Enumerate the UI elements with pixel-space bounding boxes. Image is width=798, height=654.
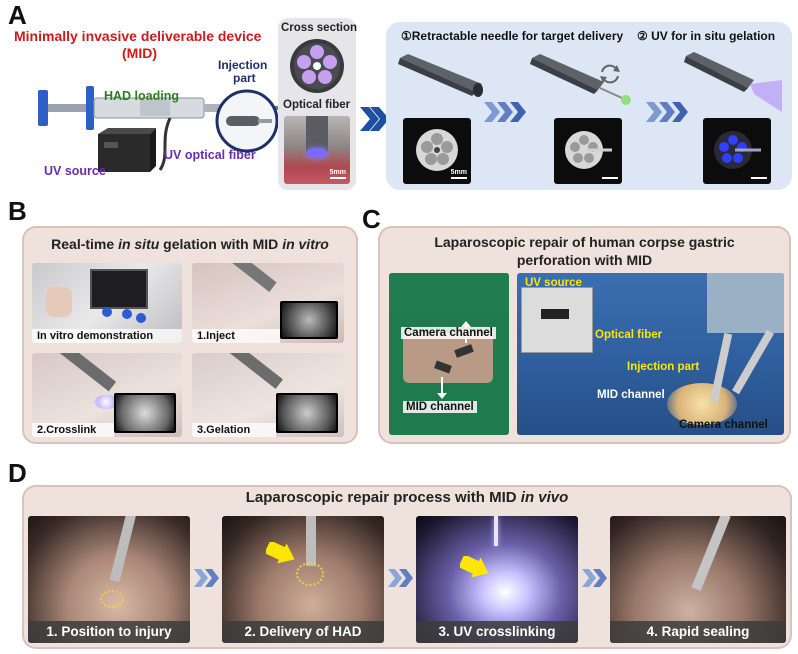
panel-letter-c: C <box>362 204 381 234</box>
injection-part-circle <box>215 89 279 153</box>
panel-b-title-mid: gelation with MID <box>159 236 283 252</box>
corpse-ports-photo: Camera channel MID channel <box>389 273 509 435</box>
inject-photo: 1.Inject <box>192 263 344 343</box>
caption-position-to-injury: 1. Position to injury <box>28 621 190 643</box>
uv-source-label-c: UV source <box>525 277 582 289</box>
uv-source-box <box>98 128 156 172</box>
mid-port-arrow-icon <box>437 377 447 399</box>
caption-inject: 1.Inject <box>192 329 280 343</box>
caption-crosslink: 2.Crosslink <box>32 423 114 437</box>
needle-tip-photo-1: 5mm <box>403 118 471 184</box>
needle-tip-photo-3 <box>703 118 771 184</box>
mid-channel-label-right: MID channel <box>597 389 665 401</box>
had-loading-label: HAD loading <box>104 89 179 103</box>
yellow-arrow-icon-d2 <box>266 542 295 564</box>
scale-5mm-b: 5mm <box>450 169 467 176</box>
step-delivery-photo: 2. Delivery of HAD <box>222 516 384 643</box>
needle-retracted-illustration <box>398 54 483 97</box>
panel-d-title-italic: in vivo <box>520 489 569 506</box>
panel-b-title-italic1: in situ <box>118 236 160 252</box>
caption-uv-crosslinking: 3. UV crosslinking <box>416 621 578 643</box>
camera-channel-label-left: Camera channel <box>401 327 496 339</box>
in-vitro-demo-photo: In vitro demonstration <box>32 263 182 343</box>
d-step-arrow-2-icon <box>388 569 413 587</box>
caption-in-vitro-demo: In vitro demonstration <box>32 329 182 343</box>
cross-section-label: Cross section <box>281 22 358 34</box>
panel-c-title-line1: Laparoscopic repair of human corpse gast… <box>434 234 735 250</box>
caption-rapid-sealing: 4. Rapid sealing <box>610 621 786 643</box>
d-step-arrow-3-icon <box>582 569 607 587</box>
crosslink-photo: 2.Crosslink <box>32 353 182 437</box>
camera-channel-label-right: Camera channel <box>679 419 768 431</box>
scale-5mm-a: 5mm <box>329 169 346 176</box>
corpse-repair-setup-photo: UV source Optical fiber Injection part M… <box>517 273 784 435</box>
injection-part-label-c: Injection part <box>627 361 700 373</box>
step2-label: ② UV for in situ gelation <box>637 29 776 43</box>
rotate-arrows-icon <box>600 64 620 84</box>
panel-c-title-line2: perforation with MID <box>516 252 653 268</box>
injection-part-label-line1: Injection <box>218 58 268 72</box>
step-position-photo: 1. Position to injury <box>28 516 190 643</box>
panel-b-title-italic2: in vitro <box>282 236 329 252</box>
arrow-to-steps-icon <box>360 107 389 131</box>
caption-delivery-of-had: 2. Delivery of HAD <box>222 621 384 643</box>
panel-d-title: Laparoscopic repair process with MID in … <box>22 489 792 506</box>
panel-b-title: Real-time in situ gelation with MID in v… <box>22 236 358 252</box>
gelation-photo: 3.Gelation <box>192 353 344 437</box>
needle-extended-illustration <box>530 54 631 105</box>
step-uv-photo: 3. UV crosslinking <box>416 516 578 643</box>
caption-gelation: 3.Gelation <box>192 423 276 437</box>
panel-letter-b: B <box>8 196 27 226</box>
panel-d-title-pre: Laparoscopic repair process with MID <box>245 489 521 506</box>
step1-label: ①Retractable needle for target delivery <box>401 29 624 43</box>
cross-section-illustration <box>290 39 344 93</box>
d-step-arrow-1-icon <box>194 569 219 587</box>
optical-fiber-label-c: Optical fiber <box>595 329 663 341</box>
device-title-line2: (MID) <box>122 45 157 61</box>
mid-channel-label-left: MID channel <box>403 401 477 413</box>
panel-letter-d: D <box>8 458 27 488</box>
step-arrow-1-icon <box>484 102 526 122</box>
uv-source-label: UV source <box>44 164 106 178</box>
uv-optical-fiber-label: UV optical fiber <box>164 148 256 162</box>
panel-letter-a: A <box>8 0 27 30</box>
needle-tip-photo-2 <box>554 118 622 184</box>
step-sealing-photo: 4. Rapid sealing <box>610 516 786 643</box>
yellow-arrow-icon-d3 <box>460 556 489 578</box>
device-title-line1: Minimally invasive deliverable device <box>14 28 262 44</box>
needle-uv-illustration <box>684 52 782 112</box>
step-arrow-2-icon <box>646 102 688 122</box>
panel-b-title-pre: Real-time <box>51 236 119 252</box>
optical-fiber-photo: 5mm <box>284 116 350 184</box>
injection-part-label-line2: part <box>233 71 256 85</box>
optical-fiber-label-a: Optical fiber <box>283 99 351 111</box>
